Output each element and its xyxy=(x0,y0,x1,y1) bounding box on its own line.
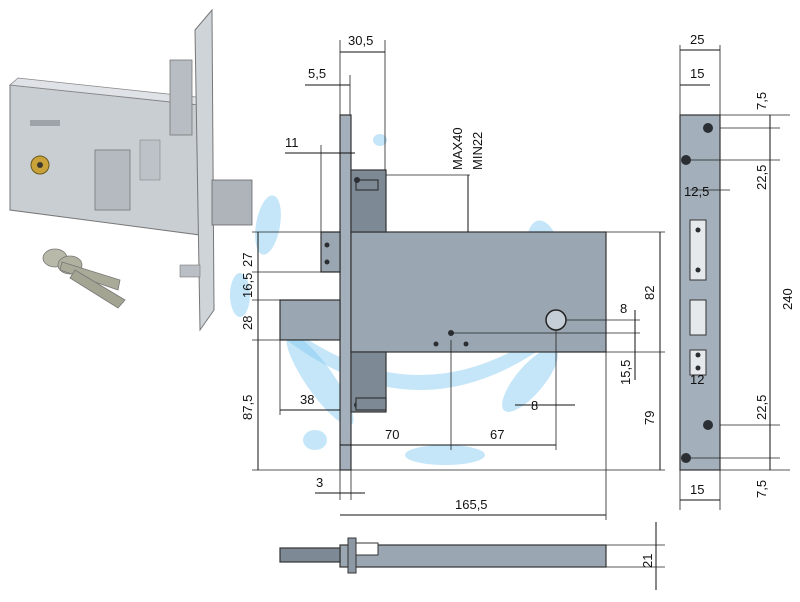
dim-30-5: 30,5 xyxy=(348,33,373,48)
dim-8: 8 xyxy=(620,301,627,316)
lock-photo xyxy=(9,8,253,332)
dim-plate-12-5: 12,5 xyxy=(684,184,709,199)
dim-165-5: 165,5 xyxy=(455,497,488,512)
dim-plate-7-5-top: 7,5 xyxy=(754,92,769,110)
dimension-lines xyxy=(252,40,790,590)
dim-16-5: 16,5 xyxy=(240,273,255,298)
dim-plate-15-top: 15 xyxy=(690,66,704,81)
dim-plate-22-5-bottom: 22,5 xyxy=(754,395,769,420)
dim-70: 70 xyxy=(385,427,399,442)
faceplate-front-view xyxy=(679,114,721,471)
dim-11: 11 xyxy=(285,135,299,150)
dim-67: 67 xyxy=(490,427,504,442)
dim-28: 28 xyxy=(240,316,255,330)
dim-plate-15-bottom: 15 xyxy=(690,482,704,497)
dim-plate-22-5-top: 22,5 xyxy=(754,165,769,190)
keys-photo xyxy=(42,248,126,309)
dim-min22: MIN22 xyxy=(470,132,485,170)
dim-plate-7-5-bottom: 7,5 xyxy=(754,480,769,498)
dim-82: 82 xyxy=(642,286,657,300)
dim-plate-240: 240 xyxy=(780,288,795,310)
dim-27: 27 xyxy=(240,253,255,267)
dimension-labels: 30,5 5,5 11 MAX40 MIN22 27 16,5 28 87,5 … xyxy=(240,32,795,568)
lock-side-view xyxy=(279,114,607,471)
dim-depth-21: 21 xyxy=(640,554,655,568)
dim-3: 3 xyxy=(316,475,323,490)
dim-38: 38 xyxy=(300,392,314,407)
dim-15-5: 15,5 xyxy=(618,360,633,385)
dim-plate-12: 12 xyxy=(690,372,704,387)
lock-top-view xyxy=(279,537,607,574)
dim-5-5: 5,5 xyxy=(308,66,326,81)
dim-diameter-8: 8 xyxy=(531,398,538,413)
dim-79: 79 xyxy=(642,411,657,425)
dim-plate-25: 25 xyxy=(690,32,704,47)
dim-max40: MAX40 xyxy=(450,127,465,170)
dim-87-5: 87,5 xyxy=(240,395,255,420)
